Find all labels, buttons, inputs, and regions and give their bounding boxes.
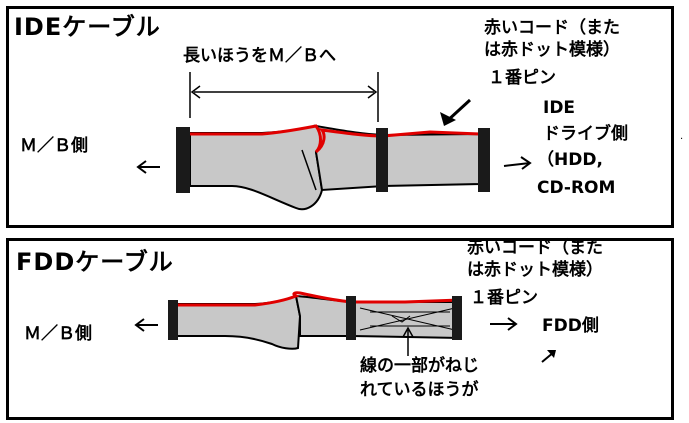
fdd-pin1-label: １番ピン [470, 288, 538, 308]
ide-fold-line [301, 149, 317, 191]
fdd-arrow-right [490, 317, 518, 331]
ide-long-side-label: 長いほうをＭ／Ｂへ [183, 46, 336, 66]
ide-pin1-pointer [440, 98, 472, 126]
fdd-drive-label: FDD側 [542, 316, 599, 336]
fdd-arrow-left [134, 318, 158, 332]
ide-connector-mb [176, 127, 190, 193]
fdd-twist-section [359, 307, 456, 331]
ide-panel [6, 6, 674, 228]
fdd-connector-middle [346, 296, 356, 340]
fdd-twist-note-line1: 線の一部がねじ [360, 356, 479, 376]
fdd-red-wire-note-line1: 赤いコード（また [467, 238, 603, 258]
ide-drive-label-line3: （HDD, [537, 150, 603, 170]
fdd-connector-mb [168, 300, 178, 340]
ide-cable [176, 124, 490, 211]
fdd-red-wire-note-line2: は赤ドット模様） [467, 260, 603, 280]
ide-drive-label-line1: IDE [543, 98, 576, 118]
fdd-mb-side-label: Ｍ／Ｂ側 [24, 324, 92, 344]
ide-arrow-left [136, 160, 160, 174]
fdd-pointer-arrow [541, 350, 556, 363]
ide-red-wire-note-line2: は赤ドット模様） [484, 40, 620, 60]
ide-length-indicator [189, 72, 379, 122]
ide-mb-side-label: Ｍ／Ｂ側 [20, 136, 88, 156]
ide-red-wire-note-line1: 赤いコード（また [484, 18, 620, 38]
ide-cable-body [189, 124, 324, 211]
fdd-cable [168, 291, 462, 350]
ide-title: IDEケーブル [14, 13, 161, 41]
fdd-twist-note-line2: れているほうが [360, 380, 479, 400]
ide-drive-label-line4: CD-ROM [537, 178, 616, 198]
ide-drive-label-line2: ドライブ側 [543, 124, 628, 144]
ide-pin1-label: １番ピン [488, 68, 556, 88]
fdd-title: FDDケーブル [16, 248, 174, 276]
fdd-red-wire [175, 291, 461, 307]
ide-edge-mark: · [680, 134, 683, 145]
fdd-twist-pointer [402, 326, 414, 356]
ide-connector-middle [376, 128, 388, 192]
ide-connector-end [478, 128, 490, 192]
ide-arrow-right [503, 156, 532, 170]
fdd-connector-end [452, 296, 462, 340]
ide-red-wire [190, 124, 481, 154]
